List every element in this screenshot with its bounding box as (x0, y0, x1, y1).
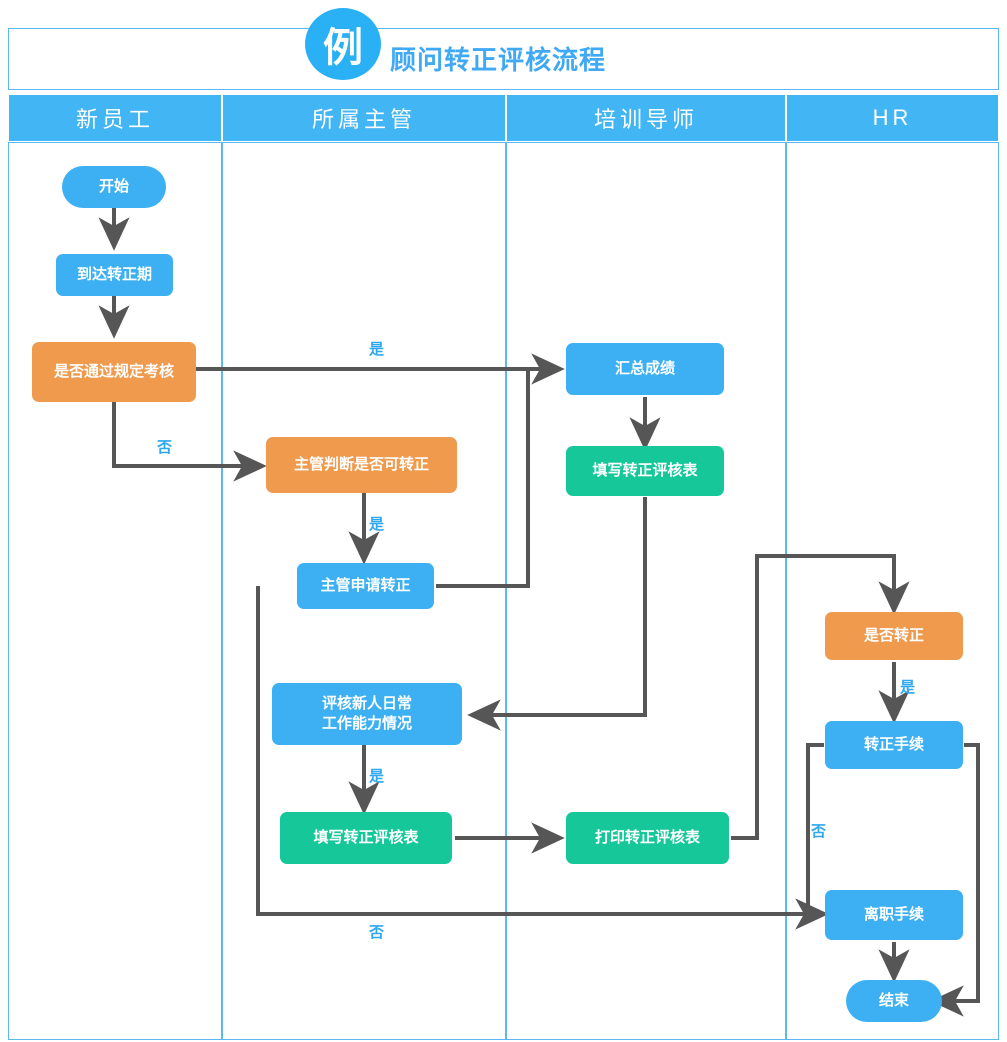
edge-label-yes-confirm-regular: 是 (900, 679, 916, 696)
edge-label-no-pass-exam: 否 (157, 439, 173, 456)
node-confirm-regular[interactable]: 是否转正 (825, 612, 963, 660)
lane-header-supervisor[interactable]: 所属主管 (222, 94, 506, 142)
edge-label-no-bottom-return: 否 (369, 924, 385, 941)
edge-label-yes-pass-exam: 是 (369, 341, 385, 358)
page-title: 顾问转正评核流程 (390, 45, 607, 75)
lane-header-new-employee[interactable]: 新员工 (8, 94, 222, 142)
node-supervisor-apply[interactable]: 主管申请转正 (297, 563, 434, 609)
node-start[interactable]: 开始 (62, 166, 166, 208)
node-print-form[interactable]: 打印转正评核表 (566, 812, 729, 864)
edge-print-to-confirm (731, 554, 910, 840)
node-supervisor-fill-form[interactable]: 填写转正评核表 (280, 812, 452, 864)
node-pass-exam[interactable]: 是否通过规定考核 (32, 342, 196, 402)
edge-supapply-to-summarize (436, 369, 530, 588)
edge-exam-no-to-supjudge (112, 402, 267, 482)
edge-label-yes-sup-judge: 是 (369, 516, 385, 533)
example-badge-icon: 例 (305, 8, 381, 80)
edge-label-no-regular-procedure: 否 (811, 823, 827, 840)
node-review-daily-label: 评核新人日常 工作能力情况 (321, 694, 412, 732)
node-leave-procedure[interactable]: 离职手续 (825, 890, 963, 940)
edge-bottom-no-return (256, 586, 829, 930)
title-band (8, 28, 999, 90)
lane-header-hr[interactable]: HR (786, 94, 999, 142)
node-reach-period[interactable]: 到达转正期 (56, 254, 173, 296)
node-supervisor-judge[interactable]: 主管判断是否可转正 (266, 437, 457, 493)
edge-regular-no-to-leave (806, 743, 824, 914)
lane-header-trainer[interactable]: 培训导师 (506, 94, 786, 142)
edge-label-yes-review-daily: 是 (369, 768, 385, 785)
node-end[interactable]: 结束 (846, 980, 942, 1022)
node-review-daily[interactable]: 评核新人日常 工作能力情况 (272, 683, 462, 745)
edge-fillform-to-reviewdaily (467, 497, 647, 731)
edge-regular-to-end (930, 743, 980, 1017)
node-summarize-score[interactable]: 汇总成绩 (566, 343, 724, 395)
node-regular-procedure[interactable]: 转正手续 (825, 721, 963, 769)
node-trainer-fill-form[interactable]: 填写转正评核表 (566, 446, 724, 496)
